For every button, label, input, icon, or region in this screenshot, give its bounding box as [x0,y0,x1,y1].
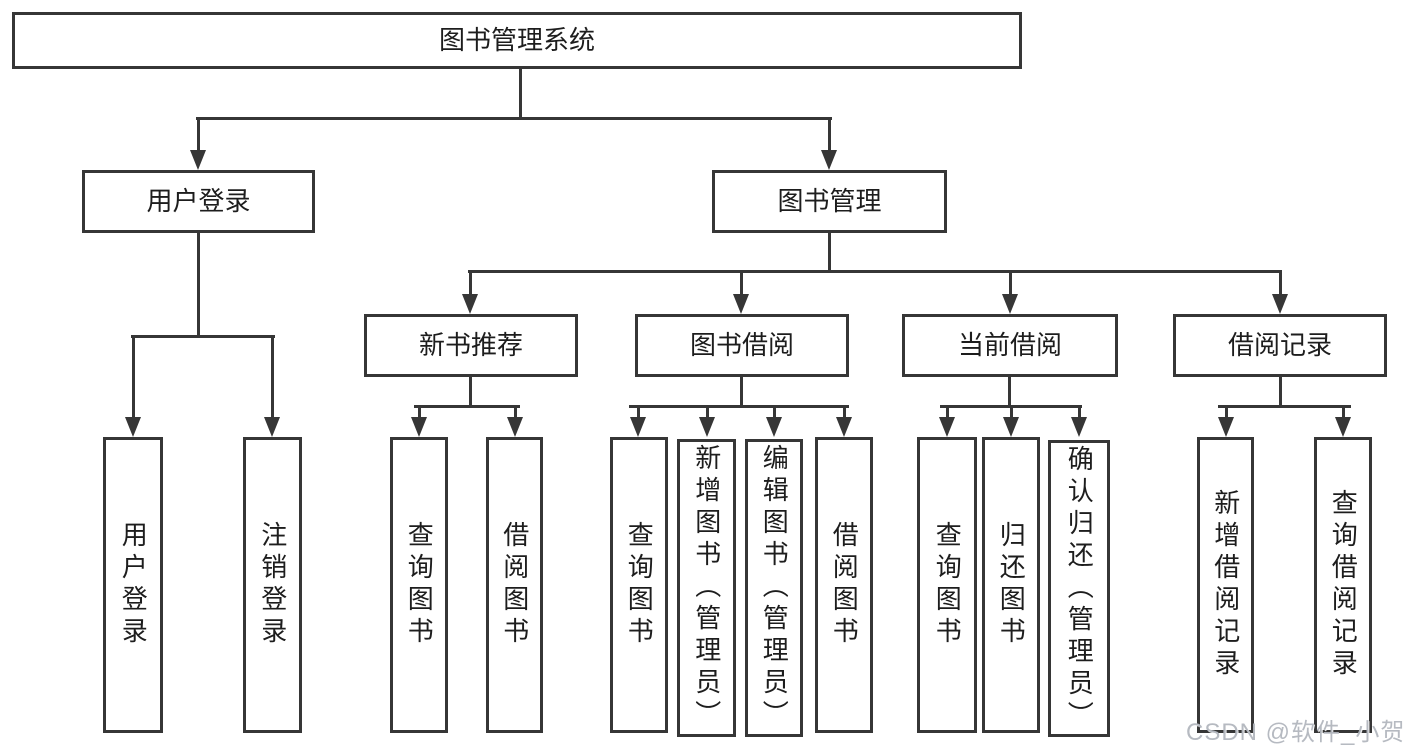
connector-line [740,377,743,408]
connector-line [828,233,831,273]
connector-line [469,377,472,408]
down-arrow [411,405,427,437]
node-borrowing-records: 借阅记录 [1173,314,1387,377]
down-arrow [630,405,646,437]
connector-line [1279,377,1282,408]
down-arrow [733,270,749,314]
leaf-confirm-return-admin: 确认归还（管理员） [1048,440,1110,737]
leaf-borrow-books-borrowing: 借阅图书 [815,437,873,733]
node-library-management-system: 图书管理系统 [12,12,1022,69]
node-label: 借阅图书 [829,521,860,649]
node-label: 查询借阅记录 [1328,489,1359,681]
node-user-login: 用户登录 [82,170,315,233]
connector-line [1218,405,1351,408]
leaf-return-books: 归还图书 [982,437,1040,733]
down-arrow [699,405,715,437]
node-current-borrowing: 当前借阅 [902,314,1118,377]
node-label: 借阅记录 [1227,329,1332,360]
node-label: 借阅图书 [499,521,530,649]
node-label: 查询图书 [624,521,655,649]
connector-line [629,405,849,408]
down-arrow [766,405,782,437]
leaf-query-borrow-record: 查询借阅记录 [1314,437,1372,733]
node-label: 新书推荐 [418,329,523,360]
leaf-query-books-current: 查询图书 [917,437,977,733]
leaf-add-borrow-record: 新增借阅记录 [1197,437,1254,733]
down-arrow [1071,405,1087,437]
node-label: 查询图书 [404,521,435,649]
connector-line [197,233,200,338]
node-label: 用户登录 [146,185,251,216]
down-arrow [190,117,206,170]
connector-line [1008,377,1011,408]
down-arrow [1218,405,1234,437]
connector-line [519,69,522,119]
connector-line [468,270,1282,273]
node-label: 查询图书 [932,521,963,649]
node-label: 图书借阅 [689,329,794,360]
down-arrow [939,405,955,437]
leaf-logout: 注销登录 [243,437,302,733]
down-arrow [836,405,852,437]
node-label: 注销登录 [257,521,288,649]
down-arrow [125,335,141,437]
down-arrow [821,117,837,170]
connector-line [196,117,832,120]
down-arrow [1272,270,1288,314]
leaf-query-books-recommend: 查询图书 [390,437,448,733]
leaf-add-book-admin: 新增图书（管理员） [677,439,736,737]
node-new-book-recommend: 新书推荐 [364,314,578,377]
leaf-edit-book-admin: 编辑图书（管理员） [745,439,803,737]
node-label: 归还图书 [996,521,1027,649]
down-arrow [462,270,478,314]
down-arrow [507,405,523,437]
node-label: 用户登录 [118,521,149,649]
node-label: 新增图书（管理员） [691,444,722,732]
down-arrow [264,335,280,437]
node-book-borrowing: 图书借阅 [635,314,849,377]
down-arrow [1335,405,1351,437]
leaf-borrow-books-recommend: 借阅图书 [486,437,543,733]
watermark: CSDN @软件_小贺同学 [1186,719,1405,746]
node-label: 编辑图书（管理员） [759,444,790,732]
node-label: 新增借阅记录 [1210,489,1241,681]
node-label: 当前借阅 [957,329,1062,360]
node-label: 确认归还（管理员） [1064,444,1095,733]
leaf-user-login: 用户登录 [103,437,163,733]
leaf-query-books-borrowing: 查询图书 [610,437,668,733]
down-arrow [1002,270,1018,314]
node-label: 图书管理系统 [438,24,595,55]
connector-line [414,405,520,408]
down-arrow [1003,405,1019,437]
node-book-management: 图书管理 [712,170,947,233]
node-label: 图书管理 [777,185,882,216]
connector-line [131,335,275,338]
